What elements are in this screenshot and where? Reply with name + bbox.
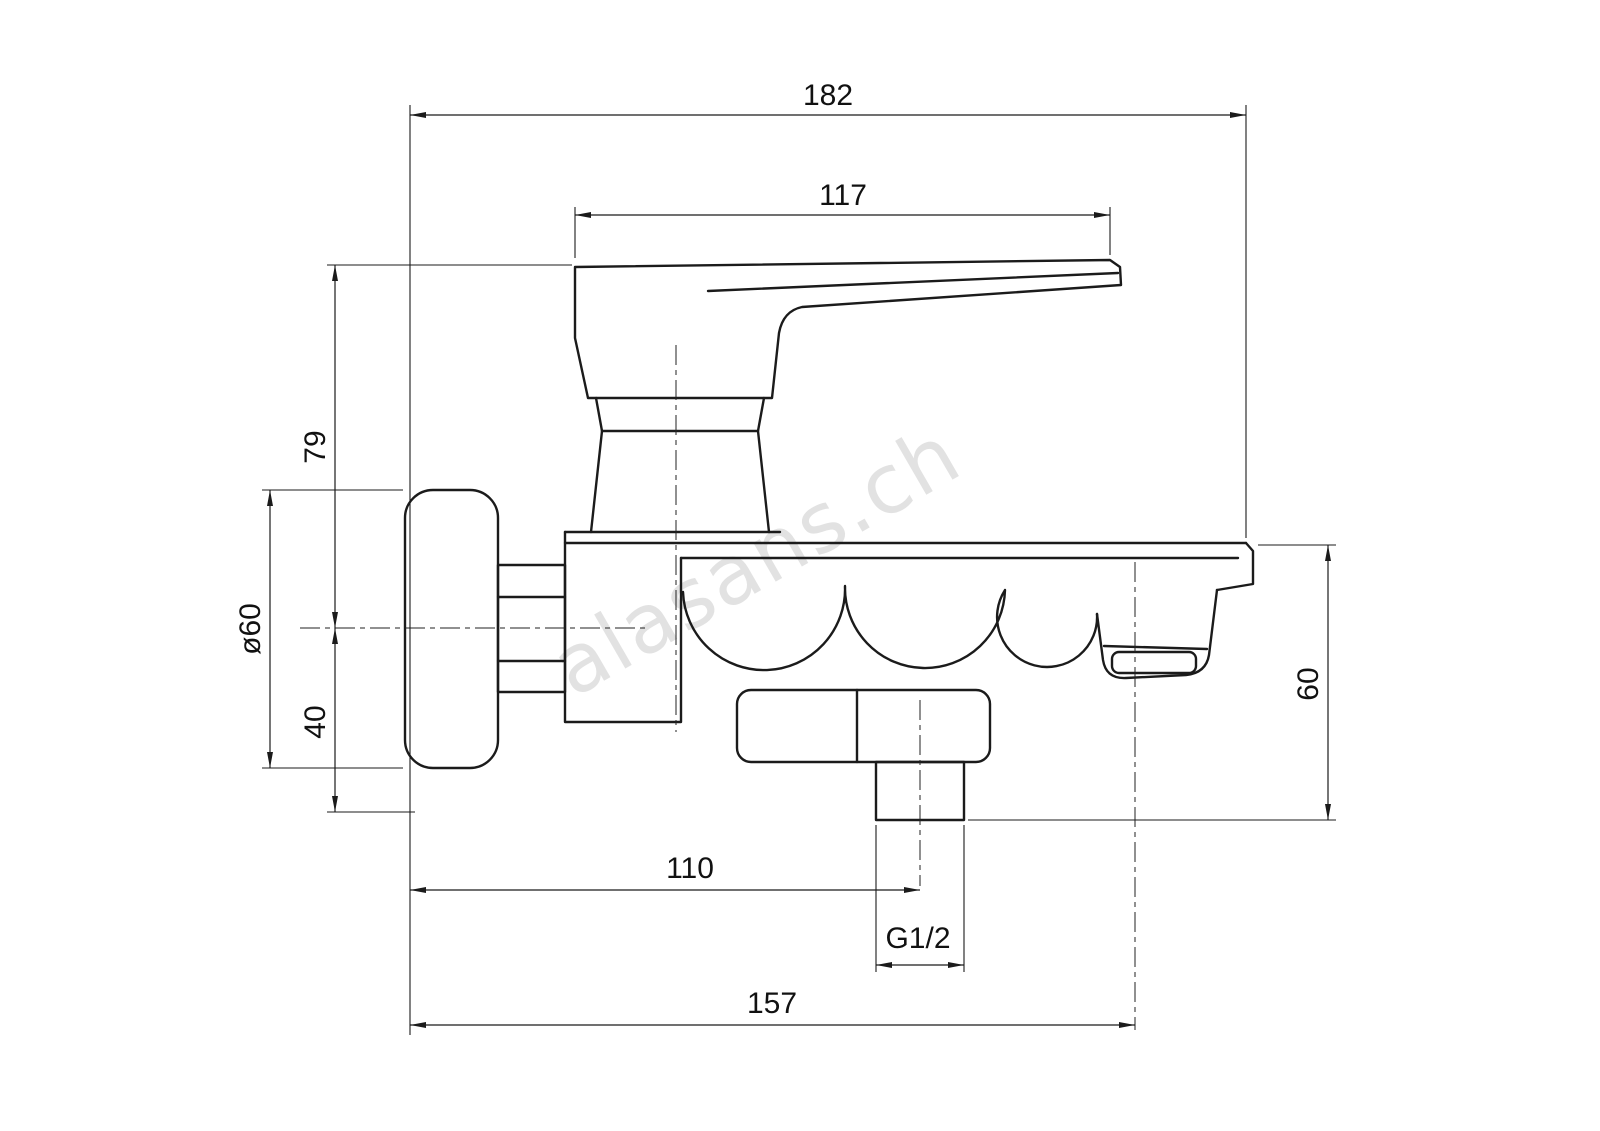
dim-label-handle-length: 117 [819, 179, 867, 212]
cartridge-neck-left [589, 396, 604, 534]
outlet-nozzle [1095, 588, 1219, 680]
dimension-lines [267, 112, 1331, 1028]
spout-underside-scallops [681, 584, 1099, 672]
dim-label-axis-to-body-bottom: 40 [299, 705, 332, 738]
dim-label-overall-depth: 182 [803, 79, 853, 112]
aerator-insert [1110, 650, 1198, 675]
dim-label-wall-to-spout-outlet: 157 [747, 987, 797, 1020]
spout-tip [1215, 541, 1255, 592]
aerator-separator-line [1102, 644, 1209, 651]
lever-handle [573, 258, 1123, 400]
dim-label-axis-to-shower-outlet: 110 [666, 852, 714, 885]
center-lines [300, 345, 1136, 1030]
dim-label-handle-top-to-axis: 79 [299, 430, 332, 463]
faucet-outline [403, 258, 1255, 822]
dimension-labels: 182 117 79 ø60 40 60 110 G1/2 157 [234, 79, 1325, 1020]
dim-label-spout-drop: 60 [1292, 667, 1325, 700]
dim-label-escutcheon-diameter: ø60 [234, 603, 267, 655]
lever-seam-line [706, 271, 1120, 293]
diverter-block [735, 688, 992, 764]
dim-label-thread: G1/2 [885, 922, 950, 955]
wall-escutcheon [403, 488, 500, 770]
